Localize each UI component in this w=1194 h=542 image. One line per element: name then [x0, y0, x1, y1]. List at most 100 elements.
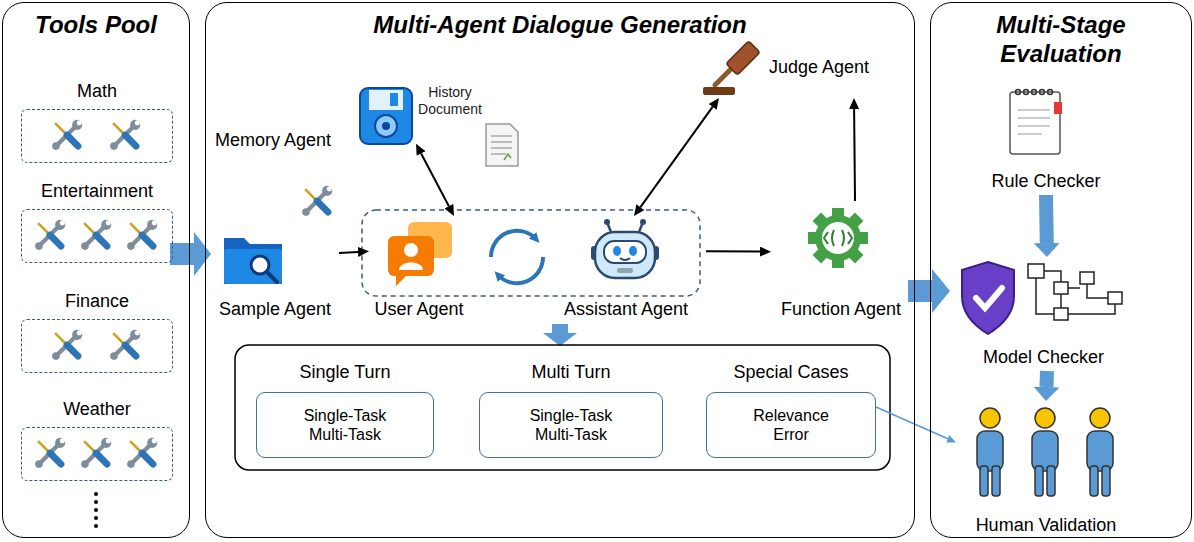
- dashed-frame: [21, 209, 173, 263]
- note-label: History Document: [414, 84, 486, 118]
- node-label: Memory Agent: [215, 130, 331, 152]
- robot-icon: [640, 219, 646, 225]
- people-icon: [1032, 431, 1058, 471]
- connector-arrow: [853, 109, 856, 201]
- connector-arrow: [1039, 371, 1054, 387]
- people-icon: [1090, 408, 1110, 428]
- disk-icon: [369, 90, 403, 110]
- gavel-icon: [703, 87, 735, 95]
- connector-arrow: [1039, 195, 1054, 243]
- panel: Multi-Stage EvaluationRule CheckerModel …: [930, 2, 1192, 538]
- node-label: User Agent: [374, 299, 463, 321]
- continuation-dots: [94, 508, 98, 512]
- robot-icon: [591, 219, 659, 278]
- robot-icon: [629, 246, 637, 256]
- user-icon: [396, 276, 406, 286]
- folder-icon: [267, 272, 277, 282]
- gavel-icon: [726, 41, 760, 75]
- shield-flow-icon: [1054, 282, 1068, 294]
- gavel-icon: [726, 41, 760, 75]
- continuation-dots: [94, 492, 98, 496]
- stage-node: Rule Checker: [976, 83, 1116, 195]
- node-label: Assistant Agent: [564, 299, 688, 321]
- gear-icon: [822, 222, 854, 254]
- disk-icon: [390, 93, 398, 106]
- loop-icon: [491, 231, 536, 257]
- tool-group: Math: [21, 81, 173, 163]
- agent-node: Judge Agent: [701, 43, 881, 98]
- node-body: Single-Task Multi-Task: [290, 406, 400, 444]
- case-frame: Relevance Error: [706, 392, 876, 458]
- shield-flow-icon: [1036, 271, 1115, 314]
- node-label: Judge Agent: [769, 57, 869, 79]
- dashed-frame: [21, 109, 173, 163]
- case-frame: Single-Task Multi-Task: [256, 392, 434, 458]
- folder-icon: [224, 249, 282, 284]
- shield-flow-icon: [1028, 264, 1122, 320]
- agent-node: Function Agent: [771, 201, 911, 323]
- people-icon: [1047, 466, 1055, 496]
- gear-icon: [824, 230, 852, 246]
- user-icon: [388, 236, 434, 276]
- tool-icons: [81, 438, 111, 468]
- agent-node: Memory Agent: [211, 86, 416, 154]
- continuation-dots: [94, 524, 98, 528]
- tool-icons: [81, 220, 111, 250]
- people-icon: [1087, 408, 1113, 496]
- notepad-icon: [1048, 90, 1053, 95]
- agent-node: Sample Agent: [211, 223, 339, 323]
- people-icon: [977, 431, 1003, 471]
- node-label: Multi-Agent Dialogue Generation: [373, 11, 746, 40]
- node-label: Tools Pool: [35, 11, 157, 40]
- gear-icon: [815, 215, 861, 261]
- robot-icon: [617, 268, 633, 273]
- people-icon: [980, 408, 1000, 428]
- notepad-icon: [1010, 92, 1060, 154]
- people-icon: [1087, 431, 1113, 471]
- flow-arrow: [543, 324, 577, 346]
- document-icon: [504, 154, 511, 160]
- dashed-frame: [21, 427, 173, 481]
- node-label: Multi Turn: [531, 362, 610, 384]
- shield-flow-icon: [962, 262, 1122, 334]
- node-label: Model Checker: [983, 347, 1104, 369]
- tool-icons: [110, 330, 140, 360]
- connector-arrow: [421, 154, 449, 207]
- gear-icon: [808, 208, 868, 268]
- output-frame: [235, 345, 890, 470]
- robot-icon: [620, 258, 630, 260]
- folder-icon: [224, 238, 282, 284]
- stage-node: Human Validation: [956, 401, 1136, 539]
- case-frame: Single-Task Multi-Task: [479, 392, 663, 458]
- node-body: Single-Task Multi-Task: [516, 406, 626, 444]
- document-icon: [486, 124, 518, 166]
- notepad-icon: [1032, 90, 1037, 95]
- tool-icons: [302, 186, 332, 216]
- node-label: Entertainment: [41, 181, 153, 203]
- node-label: Special Cases: [733, 362, 848, 384]
- connector-arrow: [640, 107, 712, 207]
- continuation-dots: [94, 516, 98, 520]
- continuation-dots: [94, 500, 98, 504]
- case-box: Single TurnSingle-Task Multi-Task: [256, 356, 434, 458]
- tool-group: Weather: [21, 399, 173, 481]
- tool-group: Finance: [21, 291, 173, 373]
- user-icon: [404, 243, 418, 257]
- tool-icons: [52, 330, 82, 360]
- agent-node: User Agent: [369, 216, 469, 323]
- people-icon: [977, 408, 1113, 496]
- node-label: Function Agent: [781, 299, 901, 321]
- shield-flow-icon: [976, 288, 1002, 308]
- people-icon: [1090, 466, 1098, 496]
- tool-icons: [35, 220, 65, 250]
- notepad-icon: [1018, 110, 1050, 134]
- disk-icon: [360, 88, 412, 144]
- tool-icons: [127, 438, 157, 468]
- document-icon: [491, 136, 512, 154]
- user-icon: [388, 222, 452, 286]
- people-icon: [1035, 408, 1055, 428]
- robot-icon: [595, 232, 655, 278]
- node-body: Relevance Error: [746, 406, 836, 444]
- node-label: Finance: [65, 291, 129, 313]
